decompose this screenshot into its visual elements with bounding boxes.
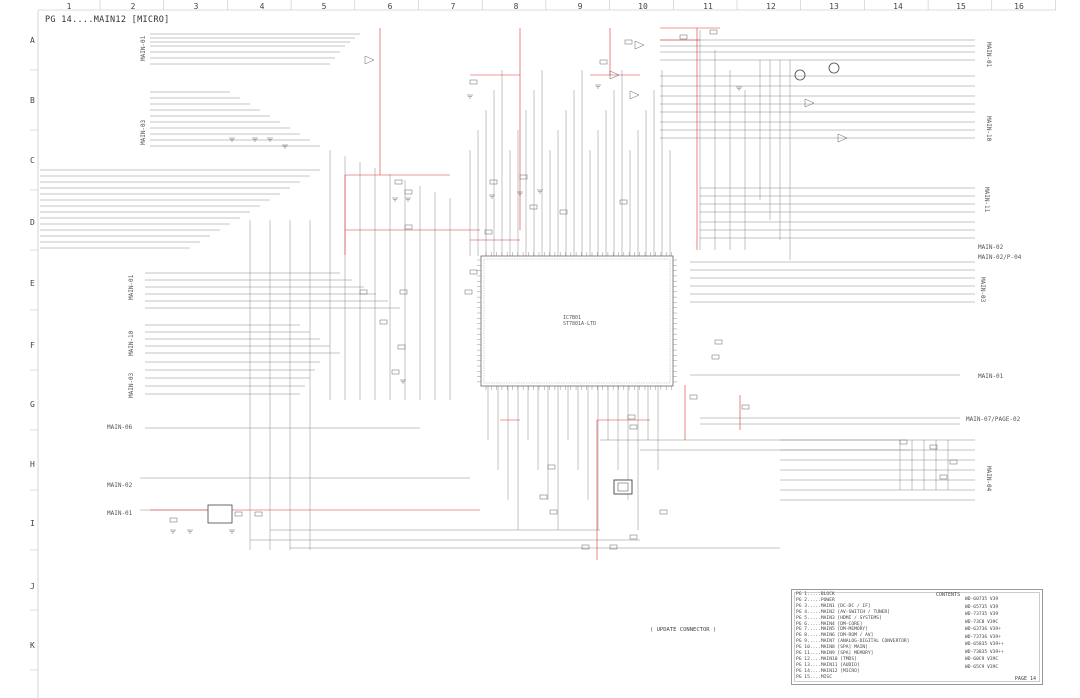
update-connector-label: ( UPDATE CONNECTOR ) — [650, 627, 717, 633]
model-entry: WD-73736 V39+ — [965, 634, 1001, 640]
port-label-left: MAIN-03 — [128, 372, 135, 398]
transistor-q2 — [828, 62, 840, 74]
row-header: G — [30, 400, 35, 409]
toc-entry: PG 4.....MAIN2 [AV-SWITCH / TUNER] — [796, 609, 891, 615]
toc-entry: PG 10....MAIN8 [SPA] MAIN] — [796, 645, 868, 651]
toc-entry: PG 9.....MAIN7 [ANALOG-DIGITAL CONVERTOR… — [796, 639, 910, 645]
column-header: 8 — [513, 2, 519, 11]
toc-entry: PG 2.....POWER — [796, 597, 835, 603]
row-header: B — [30, 96, 35, 105]
ic-part: ST7801A-LTD — [563, 321, 597, 327]
row-header: K — [30, 641, 35, 650]
port-label-right: MAIN-01 — [978, 373, 1004, 380]
toc-entry: PG 8.....MAIN6 [DM-ROM / AV] — [796, 633, 874, 639]
column-header: 15 — [956, 2, 966, 11]
row-header: I — [30, 519, 35, 528]
column-header: 12 — [766, 2, 776, 11]
ic-name: IC7B01 — [563, 315, 582, 321]
port-label-right: MAIN-02 — [978, 244, 1004, 251]
page-title: PG 14....MAIN12 [MICRO] — [45, 15, 170, 25]
port-label-left: MAIN-10 — [128, 330, 135, 356]
toc-entry: PG 15....MISC — [796, 674, 832, 680]
toc-entry: PG 13....MAIN11 [AUDIO] — [796, 662, 860, 668]
crystal — [613, 479, 633, 495]
toc-entry: PG 14....MAIN12 [MICRO] — [796, 668, 860, 674]
row-header: C — [30, 156, 35, 165]
port-label-left: MAIN-01 — [128, 274, 135, 300]
column-header: 16 — [1014, 2, 1024, 11]
row-header: D — [30, 218, 35, 227]
contents-title: CONTENTS — [936, 592, 961, 598]
toc-entry: PG 3.....MAIN1 [DC-DC / IF] — [796, 603, 871, 609]
row-header: F — [30, 341, 35, 350]
toc-entry: PG 11....MAIN9 [SPA] MEMORY] — [796, 651, 874, 657]
toc-entry: PG 12....MAIN10 [TMDS] — [796, 656, 857, 662]
row-header: A — [30, 36, 35, 45]
port-label-right: MAIN-11 — [983, 187, 990, 213]
port-label-right: MAIN-04 — [985, 466, 992, 492]
column-header: 4 — [259, 2, 265, 11]
model-entry: WD-65C9 V39C — [965, 664, 999, 670]
row-header: J — [30, 582, 35, 591]
port-label-left: MAIN-03 — [140, 119, 147, 145]
model-entry: WD-63736 V39+ — [965, 627, 1001, 632]
transistor-q1 — [794, 69, 806, 81]
column-header: 7 — [450, 2, 456, 11]
port-label-right: MAIN-07/PAGE-02 — [966, 416, 1021, 423]
toc-entry: PG 1.....BLOCK — [796, 592, 835, 597]
port-label-left: MAIN-01 — [107, 510, 133, 517]
port-label-right: MAIN-10 — [985, 116, 992, 142]
port-label-right: MAIN-02/P-04 — [978, 254, 1022, 261]
model-entry: WD-60735 V39 — [965, 597, 999, 602]
column-header: 1 — [66, 2, 72, 11]
model-entry: WD-73735 V39 — [965, 612, 999, 617]
model-entry: WD-73C8 V39C — [965, 619, 999, 625]
column-header: 9 — [577, 2, 583, 11]
model-entry: WD-60C9 V39C — [965, 657, 999, 662]
column-header: 2 — [130, 2, 136, 11]
port-label-left: MAIN-01 — [140, 35, 147, 61]
regulator-ic — [207, 504, 233, 524]
port-label-right: MAIN-03 — [979, 277, 986, 303]
row-header: E — [30, 279, 35, 288]
column-header: 10 — [638, 2, 648, 11]
model-entry: WD-65835 V39++ — [965, 642, 1004, 647]
page-number: PAGE 14 — [1014, 676, 1036, 682]
column-header: 6 — [387, 2, 393, 11]
main-ic — [480, 255, 674, 387]
port-label-left: MAIN-06 — [107, 424, 133, 431]
column-header: 11 — [703, 2, 713, 11]
model-entry: WD-73835 V39++ — [965, 649, 1004, 655]
column-header: 13 — [829, 2, 839, 11]
toc-entry: PG 6.....MAIN4 [DM-CORE] — [796, 621, 863, 627]
port-label-right: MAIN-01 — [985, 42, 992, 68]
column-header: 14 — [893, 2, 903, 11]
toc-entry: PG 7.....MAIN5 [DM-MEMORY] — [796, 627, 868, 633]
toc-entry: PG 5.....MAIN3 [HDMI / SYSTEMS] — [796, 615, 882, 621]
model-entry: WD-65735 V39 — [965, 604, 999, 610]
port-label-left: MAIN-02 — [107, 482, 133, 489]
row-header: H — [30, 460, 35, 469]
column-header: 3 — [193, 2, 199, 11]
column-header: 5 — [321, 2, 327, 11]
